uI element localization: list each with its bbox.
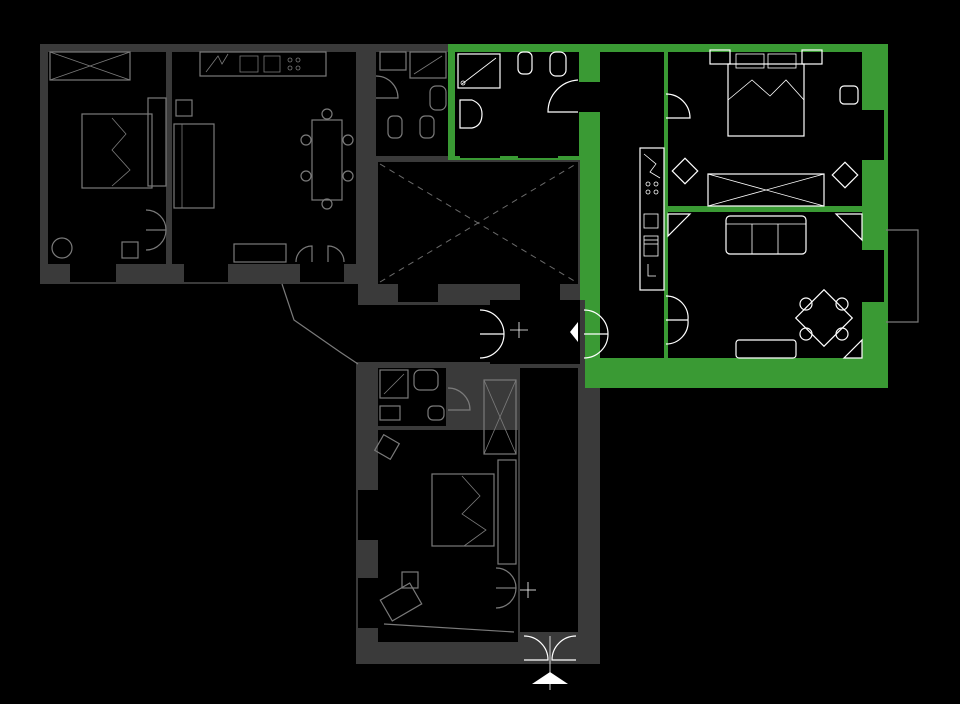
entrance-arrow bbox=[532, 672, 568, 684]
sofa bbox=[725, 215, 807, 255]
left-living-kitchen bbox=[172, 52, 356, 264]
lower-bedroom bbox=[378, 430, 518, 642]
unit-bedroom bbox=[668, 52, 862, 206]
shower-tray bbox=[457, 53, 501, 89]
left-bathroom bbox=[376, 52, 448, 156]
left-bedroom bbox=[48, 52, 166, 264]
wardrobe bbox=[707, 173, 825, 207]
unit-bathroom bbox=[455, 52, 579, 156]
bath-door bbox=[547, 79, 579, 113]
bedroom-door bbox=[665, 93, 691, 119]
lower-corridor bbox=[520, 368, 578, 632]
living-door bbox=[665, 295, 689, 345]
dining-table bbox=[794, 288, 854, 348]
bedroom-chair bbox=[839, 85, 859, 105]
bidet bbox=[517, 51, 533, 75]
other-units-fixtures bbox=[49, 51, 578, 690]
unit-entry-door bbox=[583, 309, 609, 359]
lower-bathroom bbox=[378, 368, 446, 426]
unit-living-room bbox=[668, 212, 862, 358]
toilet-2 bbox=[549, 51, 567, 77]
balcony bbox=[886, 229, 919, 323]
toilet bbox=[459, 99, 483, 129]
landing bbox=[490, 300, 580, 364]
unit-hallway bbox=[600, 52, 664, 358]
bench bbox=[735, 339, 797, 359]
highlighted-unit-fixtures bbox=[457, 49, 863, 359]
windows bbox=[70, 110, 884, 628]
kitchenette bbox=[639, 147, 665, 291]
